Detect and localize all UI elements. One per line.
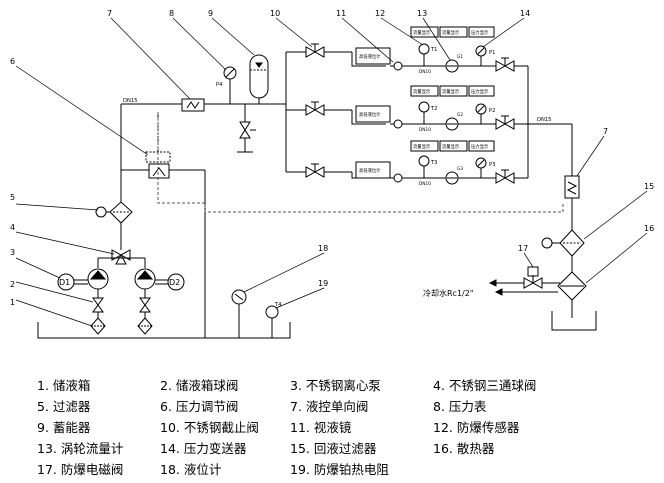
callout-8: 8 xyxy=(169,9,174,18)
legend-item: 12. 防爆传感器 xyxy=(433,420,520,435)
p1-label: P1 xyxy=(489,50,495,56)
g1-label: G1 xyxy=(457,54,463,60)
t3-label: T3 xyxy=(430,160,437,166)
legend-item: 11. 视液镜 xyxy=(290,420,352,435)
pipe-size-label: DN15 xyxy=(123,98,137,104)
return-line: DN15 xyxy=(537,117,597,331)
level-box-label: 高低液位计 xyxy=(359,53,381,60)
callout-12: 12 xyxy=(375,9,385,18)
legend-item: 5. 过滤器 xyxy=(37,399,91,414)
pressure-gauge-icon xyxy=(541,237,553,249)
p2-label: P2 xyxy=(489,108,495,114)
legend-item: 6. 压力调节阀 xyxy=(160,399,239,414)
pressure-display-label: 压力显示 xyxy=(471,143,489,150)
flow-display-label: 流量显示 xyxy=(413,88,431,95)
legend-item: 2. 储液箱球阀 xyxy=(160,378,239,393)
dn10-label: DN10 xyxy=(419,69,431,75)
callout-3: 3 xyxy=(10,248,15,257)
storage-tank xyxy=(37,322,291,339)
legend-item: 13. 涡轮流量计 xyxy=(37,441,124,456)
pressure-gauge-icon xyxy=(223,66,237,80)
g2-label: G2 xyxy=(457,112,463,118)
dn10-label: DN10 xyxy=(419,181,431,187)
branch-row-3: 高低液位计 T3 DN10 G3 流量显示 流量显示 压力显示 P3 xyxy=(286,124,529,187)
flow-display-label: 流量显示 xyxy=(413,143,431,150)
callout-2: 2 xyxy=(10,280,15,289)
callout-leaders xyxy=(15,17,648,327)
flow-display-label: 流量显示 xyxy=(442,143,460,150)
legend-item: 9. 蓄能器 xyxy=(37,420,91,435)
t4-label: T4 xyxy=(274,302,282,308)
legend-item: 4. 不锈钢三通球阀 xyxy=(433,378,537,393)
callout-numbers: 1 2 3 4 5 6 7 8 9 10 11 12 13 14 7 15 16… xyxy=(10,9,654,307)
level-box-label: 高低液位计 xyxy=(359,111,381,118)
callout-7b: 7 xyxy=(603,127,608,136)
branch-row-1: 高低液位计 T1 DN10 G1 流量显示 流量显示 压力显示 P1 xyxy=(286,26,529,124)
legend-item: 14. 压力变送器 xyxy=(160,441,247,456)
check-valve-icon xyxy=(181,98,205,112)
main-header-line: DN15 xyxy=(121,98,286,112)
legend-item: 15. 回液过滤器 xyxy=(290,441,377,456)
pressure-gauge-p4: P4 xyxy=(216,66,237,104)
callout-15: 15 xyxy=(644,182,654,191)
legend-item: 7. 液控单向阀 xyxy=(290,399,369,414)
flow-display-label: 流量显示 xyxy=(442,88,460,95)
cooling-water-label: 冷却水Rc1/2" xyxy=(423,288,474,298)
legend-item: 16. 散热器 xyxy=(433,441,495,456)
callout-19: 19 xyxy=(318,279,328,288)
callout-13: 13 xyxy=(417,9,427,18)
p3-label: P3 xyxy=(489,162,495,168)
legend-item: 1. 储液箱 xyxy=(37,378,91,393)
branch-row-2: 高低液位计 T2 DN10 G2 流量显示 流量显示 压力显示 P2 xyxy=(286,85,572,133)
level-box-label: 高低液位计 xyxy=(359,167,381,174)
pump-d2-label: D2 xyxy=(169,278,180,287)
callout-5: 5 xyxy=(10,193,15,202)
filter-icon xyxy=(95,201,133,224)
three-way-ball-valve-icon xyxy=(111,246,131,265)
pressure-display-label: 压力显示 xyxy=(471,88,489,95)
pressure-gauge-icon xyxy=(95,206,107,218)
callout-1: 1 xyxy=(10,298,15,307)
callout-11: 11 xyxy=(336,9,346,18)
component-legend: 1. 储液箱 2. 储液箱球阀 3. 不锈钢离心泵 4. 不锈钢三通球阀 5. … xyxy=(0,372,664,483)
callout-6: 6 xyxy=(10,57,15,66)
rtd-19: T4 xyxy=(265,302,282,338)
pressure-display-label: 压力显示 xyxy=(471,29,489,36)
p4-label: P4 xyxy=(216,82,223,88)
t1-label: T1 xyxy=(430,47,437,53)
cooling-water-lines: 冷却水Rc1/2" xyxy=(423,266,560,298)
callout-7: 7 xyxy=(107,9,112,18)
motor-icon xyxy=(167,273,185,291)
pump-d1-label: D1 xyxy=(59,278,70,287)
callout-14: 14 xyxy=(520,9,530,18)
g3-label: G3 xyxy=(457,166,463,172)
callout-10: 10 xyxy=(270,9,280,18)
legend-item: 17. 防爆电磁阀 xyxy=(37,462,124,477)
dn10-label: DN10 xyxy=(419,127,431,133)
legend-item: 3. 不锈钢离心泵 xyxy=(290,378,381,393)
check-valve-icon xyxy=(564,175,580,199)
callout-4: 4 xyxy=(10,223,15,232)
accumulator-icon xyxy=(237,54,269,153)
legend-item: 10. 不锈钢截止阀 xyxy=(160,420,259,435)
legend-item: 18. 液位计 xyxy=(160,462,222,477)
legend-item: 8. 压力表 xyxy=(433,399,487,414)
flow-display-label: 流量显示 xyxy=(413,29,431,36)
t2-label: T2 xyxy=(430,106,437,112)
pipe-size-label: DN15 xyxy=(537,117,551,123)
motor-icon xyxy=(57,273,75,291)
legend-item: 19. 防爆铂热电阻 xyxy=(290,462,389,477)
level-gauge-18 xyxy=(231,289,247,338)
callout-9: 9 xyxy=(208,9,213,18)
pressure-regulating-valve-icon xyxy=(121,112,206,338)
callout-17: 17 xyxy=(518,244,528,253)
flow-display-label: 流量显示 xyxy=(442,29,460,36)
pump-assembly xyxy=(57,104,185,335)
hydraulic-schematic: DN15 P4 高低液位计 T1 DN10 xyxy=(10,9,654,339)
callout-16: 16 xyxy=(644,224,654,233)
callout-18: 18 xyxy=(318,244,328,253)
